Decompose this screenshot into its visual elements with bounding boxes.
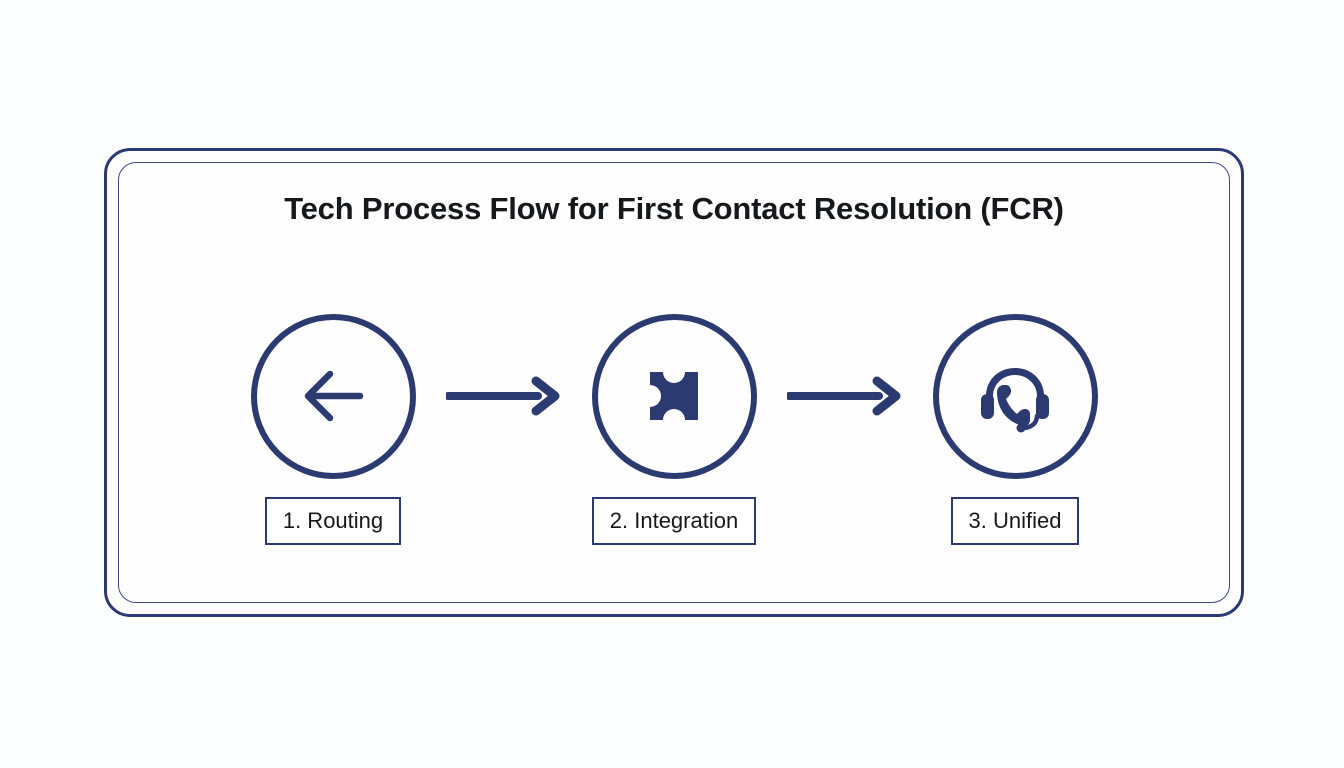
spacer — [416, 521, 446, 522]
arrow-right-icon — [786, 376, 900, 416]
spacer — [562, 396, 592, 397]
flow-connector-2 — [786, 376, 903, 416]
spacer — [562, 521, 592, 522]
headset-support-icon — [981, 368, 1049, 433]
flow-node-integration[interactable] — [591, 313, 757, 479]
label-gap-1 — [446, 501, 562, 541]
spacer — [903, 521, 933, 522]
process-label-row: 1. Routing 2. Integration 3. Unified — [107, 497, 1241, 545]
label-gap-2 — [787, 501, 903, 541]
spacer — [757, 396, 787, 397]
flow-node-unified[interactable] — [932, 313, 1098, 479]
step-label-integration[interactable]: 2. Integration — [591, 497, 757, 545]
arrow-right-icon — [445, 376, 559, 416]
flow-connector-1 — [445, 376, 562, 416]
label-slot-3: 3. Unified — [933, 497, 1098, 545]
node-circle-integration — [591, 313, 757, 479]
label-slot-1: 1. Routing — [251, 497, 416, 545]
step-label-unified[interactable]: 3. Unified — [950, 497, 1080, 545]
node-circle-routing — [250, 313, 416, 479]
diagram-card: Tech Process Flow for First Contact Reso… — [104, 148, 1244, 617]
spacer — [903, 396, 933, 397]
flow-node-routing[interactable] — [250, 313, 416, 479]
diagram-card-inner-border — [118, 162, 1230, 603]
puzzle-piece-icon — [632, 354, 716, 438]
page-title: Tech Process Flow for First Contact Reso… — [284, 191, 1064, 226]
spacer — [757, 521, 787, 522]
label-slot-2: 2. Integration — [591, 497, 757, 545]
node-circle-unified — [932, 313, 1098, 479]
process-flow-row — [107, 311, 1241, 481]
spacer — [416, 396, 446, 397]
step-label-routing[interactable]: 1. Routing — [264, 497, 402, 545]
arrow-left-icon — [304, 370, 364, 422]
